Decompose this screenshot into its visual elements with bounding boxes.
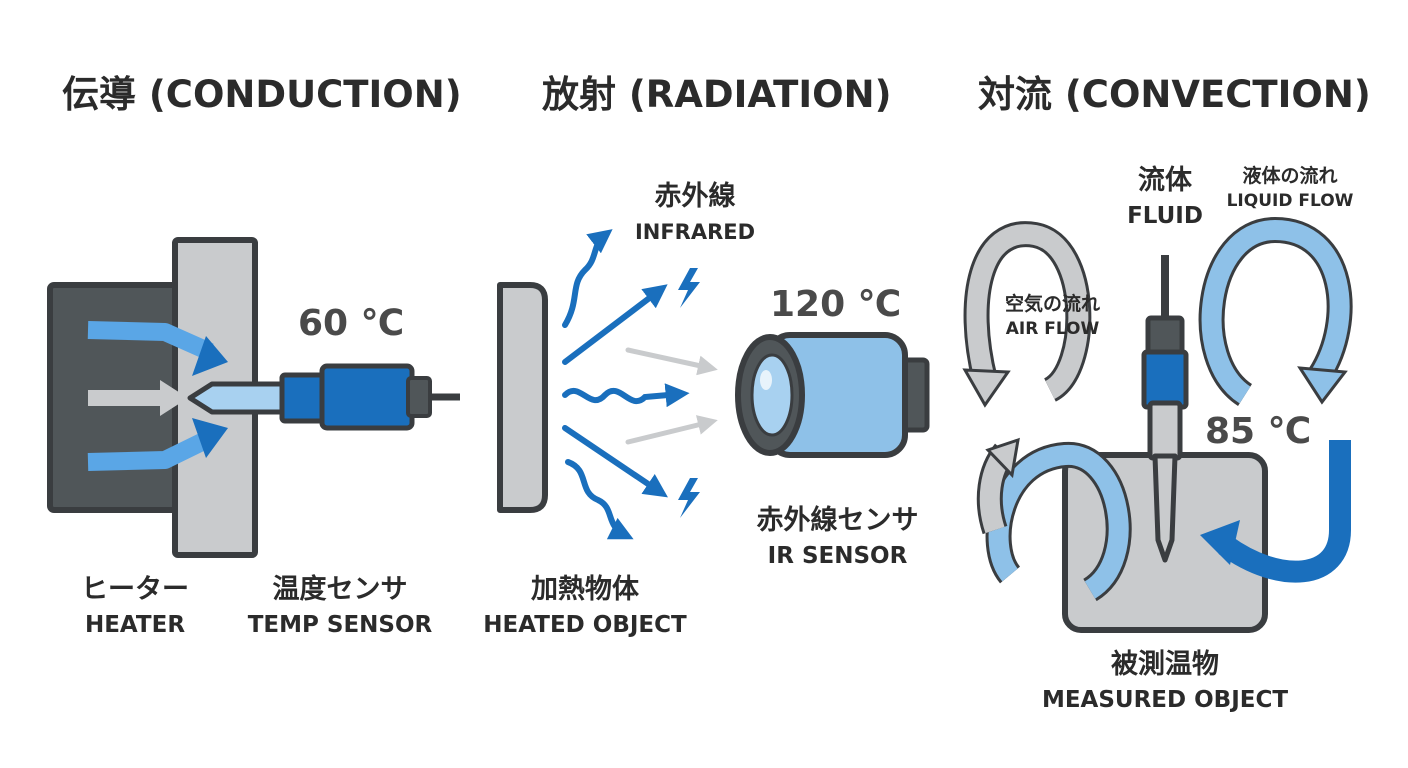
infrared-label-jp: 赤外線 (654, 181, 736, 212)
temp-sensor-label-en: TEMP SENSOR (247, 612, 433, 638)
ir-sensor-label-en: IR SENSOR (767, 543, 908, 569)
air-flow-arrow-icon (962, 221, 1132, 602)
fluid-probe-icon (1141, 255, 1189, 563)
air-flow-label-jp: 空気の流れ (1004, 293, 1100, 315)
temp-sensor-label-jp: 温度センサ (272, 574, 408, 605)
measured-object-label-en: MEASURED OBJECT (1041, 687, 1289, 713)
fluid-label-en: FLUID (1127, 203, 1203, 229)
conduction-title: 伝導 (CONDUCTION) (62, 73, 462, 116)
radiation-title: 放射 (RADIATION) (542, 73, 892, 116)
heated-object-label-jp: 加熱物体 (531, 574, 639, 605)
heater-label-en: HEATER (84, 612, 186, 638)
radiation-temperature: 120 ℃ (770, 284, 902, 325)
infrared-wave-icon (562, 229, 690, 540)
convection-title: 対流 (CONVECTION) (978, 73, 1371, 116)
liquid-flow-arrow-icon (1198, 216, 1353, 583)
ir-sensor-icon (735, 332, 930, 458)
heater-label-jp: ヒーター (81, 574, 189, 605)
fluid-label-jp: 流体 (1138, 165, 1192, 196)
infrared-label-en: INFRARED (634, 220, 756, 244)
heat-flow-arrows (87, 321, 228, 471)
heated-object-label-en: HEATED OBJECT (483, 612, 687, 638)
convection-temperature: 85 ℃ (1205, 411, 1312, 452)
infrared-gray-arrows (625, 347, 718, 445)
heated-object-icon (497, 282, 548, 513)
air-flow-label-en: AIR FLOW (1005, 319, 1100, 339)
lightning-icons (678, 268, 700, 518)
measured-object-label-jp: 被測温物 (1111, 649, 1219, 680)
temp-sensor-icon (187, 363, 460, 431)
liquid-flow-label-jp: 液体の流れ (1242, 165, 1338, 187)
liquid-flow-label-en: LIQUID FLOW (1226, 191, 1354, 211)
conduction-temperature: 60 ℃ (298, 303, 405, 344)
ir-sensor-label-jp: 赤外線センサ (756, 505, 919, 536)
